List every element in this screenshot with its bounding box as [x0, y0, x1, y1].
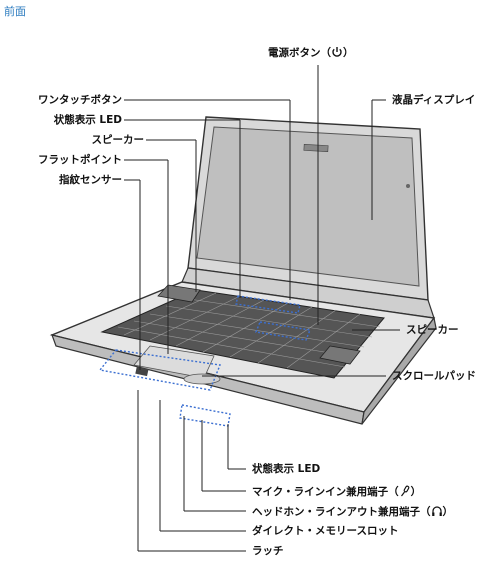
- mic-line-in-label: マイク・ラインイン兼用端子（: [252, 486, 399, 498]
- power-button-label: 電源ボタン（: [268, 47, 331, 59]
- callout-fingerprint-sensor: 指紋センサー: [59, 174, 122, 186]
- callout-power-button: 電源ボタン（）: [268, 47, 354, 59]
- section-title: 前面: [4, 5, 26, 18]
- callout-mic-line-in: マイク・ラインイン兼用端子（）: [252, 485, 422, 498]
- callout-speaker-left: スピーカー: [91, 134, 145, 146]
- camera: [303, 144, 329, 152]
- base-side: [361, 316, 437, 425]
- highlight-front-jacks: [179, 404, 231, 427]
- lcd-screen: [196, 126, 420, 287]
- callout-flat-point: フラットポイント: [38, 154, 122, 166]
- callout-scroll-pad: スクロールパッド: [392, 370, 476, 382]
- power-icon: [332, 47, 342, 57]
- highlight-pad: [98, 349, 221, 391]
- headphone-line-out-label: ヘッドホン・ラインアウト兼用端子（: [252, 506, 431, 518]
- callout-headphone-line-out: ヘッドホン・ラインアウト兼用端子（）: [252, 506, 453, 518]
- headphone-icon: [431, 506, 442, 516]
- highlight-buttons: [235, 295, 301, 314]
- keyboard: [100, 289, 385, 379]
- microphone-icon: [400, 485, 409, 497]
- callout-status-led-top: 状態表示 LED: [53, 114, 122, 126]
- callout-latch: ラッチ: [252, 545, 284, 557]
- fingerprint-sensor: [135, 366, 149, 377]
- callout-direct-memory-slot: ダイレクト・メモリースロット: [252, 525, 399, 537]
- callout-speaker-right: スピーカー: [406, 324, 459, 336]
- callout-lcd-display: 液晶ディスプレイ: [392, 94, 476, 106]
- highlight-leds: [255, 321, 311, 341]
- callout-one-touch-button: ワンタッチボタン: [38, 94, 122, 106]
- speaker-grille-right: [319, 345, 361, 365]
- callout-status-led-bottom: 状態表示 LED: [252, 463, 321, 475]
